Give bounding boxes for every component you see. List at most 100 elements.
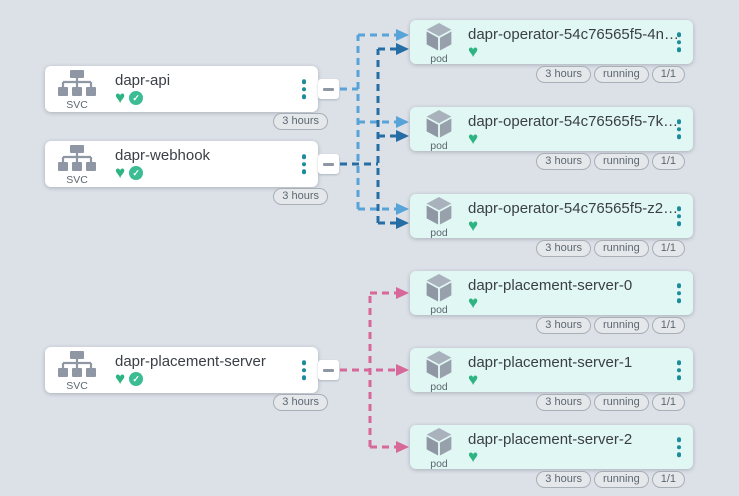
status-row: ♥ [468, 42, 693, 62]
service-card-body: dapr-api ♥ ✓ [109, 66, 318, 112]
age-badge: 3 hours [536, 471, 591, 488]
arrowhead-icon [396, 116, 409, 128]
minus-icon [323, 87, 334, 91]
arrowhead-icon [396, 43, 409, 55]
pod-card-body: dapr-placement-server-2 ♥ [468, 425, 693, 469]
pod-card-body: dapr-placement-server-1 ♥ [468, 348, 693, 392]
service-name: dapr-placement-server [115, 353, 266, 370]
service-node[interactable]: SVC dapr-webhook ♥ ✓ 3 hours [45, 141, 339, 205]
ready-badge: 1/1 [651, 240, 685, 257]
pod-icon-block: pod [410, 20, 468, 64]
kebab-menu-button[interactable] [674, 116, 685, 142]
service-node[interactable]: SVC dapr-api ♥ ✓ 3 hours [45, 66, 339, 130]
service-hierarchy-icon [58, 351, 96, 378]
age-badge: 3 hours [536, 66, 591, 83]
arrowhead-icon [396, 130, 409, 142]
ready-badge: 1/1 [651, 153, 685, 170]
resource-kind-label: pod [430, 139, 448, 152]
status-row: ♥ [468, 293, 693, 313]
status-badge: running [594, 394, 649, 411]
resource-kind-label: pod [430, 303, 448, 316]
kebab-menu-button[interactable] [299, 357, 310, 383]
service-node[interactable]: SVC dapr-placement-server ♥ ✓ 3 hours [45, 347, 339, 411]
pod-cube-icon [426, 109, 452, 138]
pod-card-body: dapr-operator-54c76565f5-4n… ♥ [468, 20, 693, 64]
age-badge: 3 hours [273, 113, 328, 130]
pod-node[interactable]: pod dapr-operator-54c76565f5-4n… ♥ 3 hou… [410, 20, 693, 83]
service-icon-block: SVC [45, 141, 109, 187]
service-hierarchy-icon [58, 70, 96, 97]
minus-icon [323, 162, 334, 166]
heart-icon: ♥ [468, 370, 479, 390]
status-row: ♥ ✓ [115, 369, 318, 389]
resource-kind-label: pod [430, 457, 448, 470]
pod-card-body: dapr-operator-54c76565f5-7k… ♥ [468, 107, 693, 151]
age-badge: 3 hours [536, 153, 591, 170]
resource-kind-label: pod [430, 380, 448, 393]
kebab-menu-button[interactable] [674, 434, 685, 460]
check-circle-icon: ✓ [129, 91, 144, 106]
kebab-menu-button[interactable] [674, 357, 685, 383]
collapse-handle[interactable] [318, 360, 339, 380]
pod-node[interactable]: pod dapr-operator-54c76565f5-7k… ♥ 3 hou… [410, 107, 693, 170]
arrowhead-icon [396, 287, 409, 299]
ready-badge: 1/1 [651, 471, 685, 488]
pod-node[interactable]: pod dapr-operator-54c76565f5-z2… ♥ 3 hou… [410, 194, 693, 257]
pod-name: dapr-operator-54c76565f5-7k… [468, 113, 679, 130]
check-circle-icon: ✓ [129, 166, 144, 181]
heart-icon: ♥ [468, 42, 479, 62]
kebab-menu-button[interactable] [674, 280, 685, 306]
check-circle-icon: ✓ [129, 372, 144, 387]
kebab-menu-button[interactable] [299, 151, 310, 177]
kebab-menu-button[interactable] [299, 76, 310, 102]
heart-icon: ♥ [468, 293, 479, 313]
heart-icon: ♥ [115, 88, 126, 108]
status-row: ♥ [468, 447, 693, 467]
heart-icon: ♥ [115, 369, 126, 389]
age-badge: 3 hours [536, 240, 591, 257]
arrowhead-icon [396, 441, 409, 453]
badge-row: 3 hours [273, 394, 328, 411]
status-row: ♥ [468, 216, 693, 236]
resource-kind-label: pod [430, 226, 448, 239]
service-icon-block: SVC [45, 347, 109, 393]
heart-icon: ♥ [468, 216, 479, 236]
status-badge: running [594, 317, 649, 334]
pod-icon-block: pod [410, 271, 468, 315]
pod-icon-block: pod [410, 425, 468, 469]
heart-icon: ♥ [468, 447, 479, 467]
pod-cube-icon [426, 273, 452, 302]
kebab-menu-button[interactable] [674, 203, 685, 229]
pod-name: dapr-operator-54c76565f5-4n… [468, 26, 679, 43]
pod-icon-block: pod [410, 107, 468, 151]
kebab-menu-button[interactable] [674, 29, 685, 55]
collapse-handle[interactable] [318, 154, 339, 174]
resource-kind-label: SVC [66, 99, 88, 112]
pod-name: dapr-placement-server-2 [468, 431, 633, 448]
service-name: dapr-api [115, 72, 171, 89]
edge-dapr-webhook [340, 47, 397, 225]
service-hierarchy-icon [58, 145, 96, 172]
pod-name: dapr-placement-server-1 [468, 354, 633, 371]
collapse-handle[interactable] [318, 79, 339, 99]
edge-dapr-placement-server [340, 291, 397, 449]
edge-dapr-api [340, 33, 397, 211]
status-row: ♥ ✓ [115, 88, 318, 108]
age-badge: 3 hours [536, 394, 591, 411]
pod-card-body: dapr-operator-54c76565f5-z2… ♥ [468, 194, 693, 238]
heart-icon: ♥ [468, 129, 479, 149]
service-card-body: dapr-placement-server ♥ ✓ [109, 347, 318, 393]
age-badge: 3 hours [273, 188, 328, 205]
pod-icon-block: pod [410, 194, 468, 238]
service-card-body: dapr-webhook ♥ ✓ [109, 141, 318, 187]
